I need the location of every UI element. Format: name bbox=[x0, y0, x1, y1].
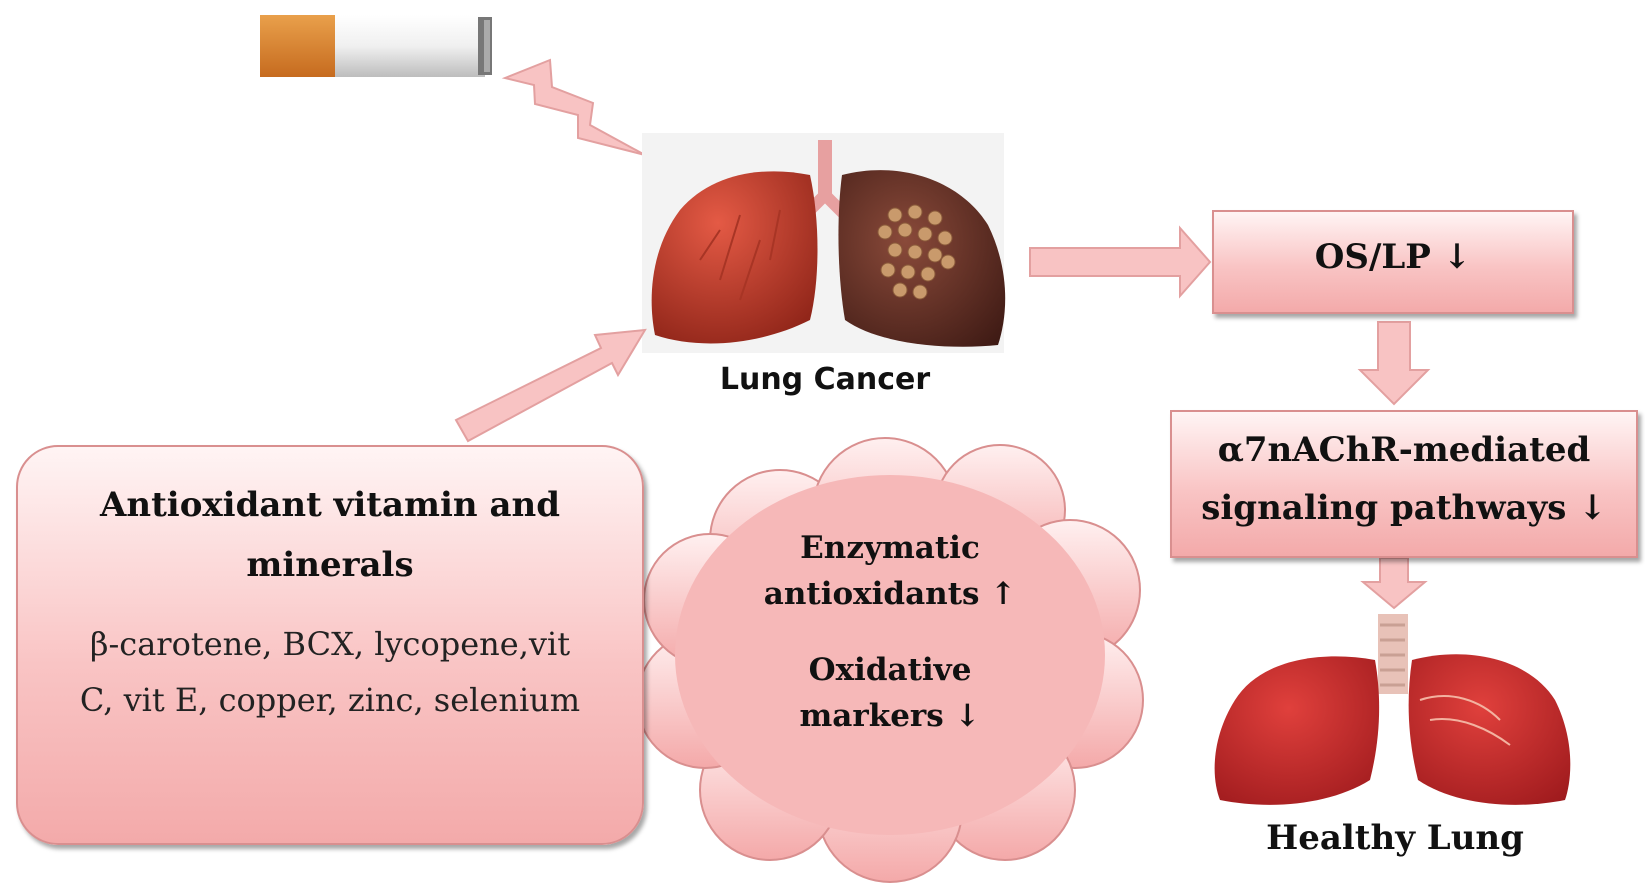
cloud-line-4: markers ↓ bbox=[799, 698, 981, 734]
cloud-line-1: Enzymatic bbox=[800, 530, 980, 566]
arrow-antioxidant-to-lungs bbox=[454, 328, 647, 443]
antioxidant-list-line-2: C, vit E, copper, zinc, selenium bbox=[79, 681, 581, 719]
healthy-lung-label: Healthy Lung bbox=[1266, 818, 1524, 858]
receptor-line-1: α7nAChR-mediated bbox=[1217, 430, 1591, 470]
cloud-text: Enzymatic antioxidants ↑ Oxidative marke… bbox=[720, 530, 1060, 734]
cloud-core bbox=[675, 475, 1105, 835]
lung-cancer-label: Lung Cancer bbox=[719, 362, 931, 397]
receptor-line-2: signaling pathways ↓ bbox=[1201, 488, 1607, 528]
oslp-label: OS/LP ↓ bbox=[1314, 237, 1472, 277]
antioxidant-box: Antioxidant vitamin and minerals β-carot… bbox=[16, 445, 644, 845]
lightning-arrow bbox=[501, 58, 646, 156]
arrow-receptor-to-healthy bbox=[1360, 557, 1428, 610]
antioxidant-list-line-1: β-carotene, BCX, lycopene,vit bbox=[89, 625, 571, 663]
arrow-to-oslp bbox=[1029, 225, 1212, 299]
arrow-oslp-to-receptor bbox=[1357, 321, 1431, 406]
antioxidant-title-line-2: minerals bbox=[246, 545, 414, 585]
antioxidant-title-line-1: Antioxidant vitamin and bbox=[99, 485, 561, 525]
cigarette-icon bbox=[260, 15, 492, 77]
receptor-box: α7nAChR-mediated signaling pathways ↓ bbox=[1170, 410, 1638, 558]
healthy-lung-icon bbox=[1214, 614, 1571, 805]
oslp-box: OS/LP ↓ bbox=[1212, 210, 1574, 314]
lung-cancer-icon bbox=[651, 140, 1006, 347]
cloud-line-2: antioxidants ↑ bbox=[763, 576, 1017, 612]
cloud-line-3: Oxidative bbox=[808, 652, 972, 688]
